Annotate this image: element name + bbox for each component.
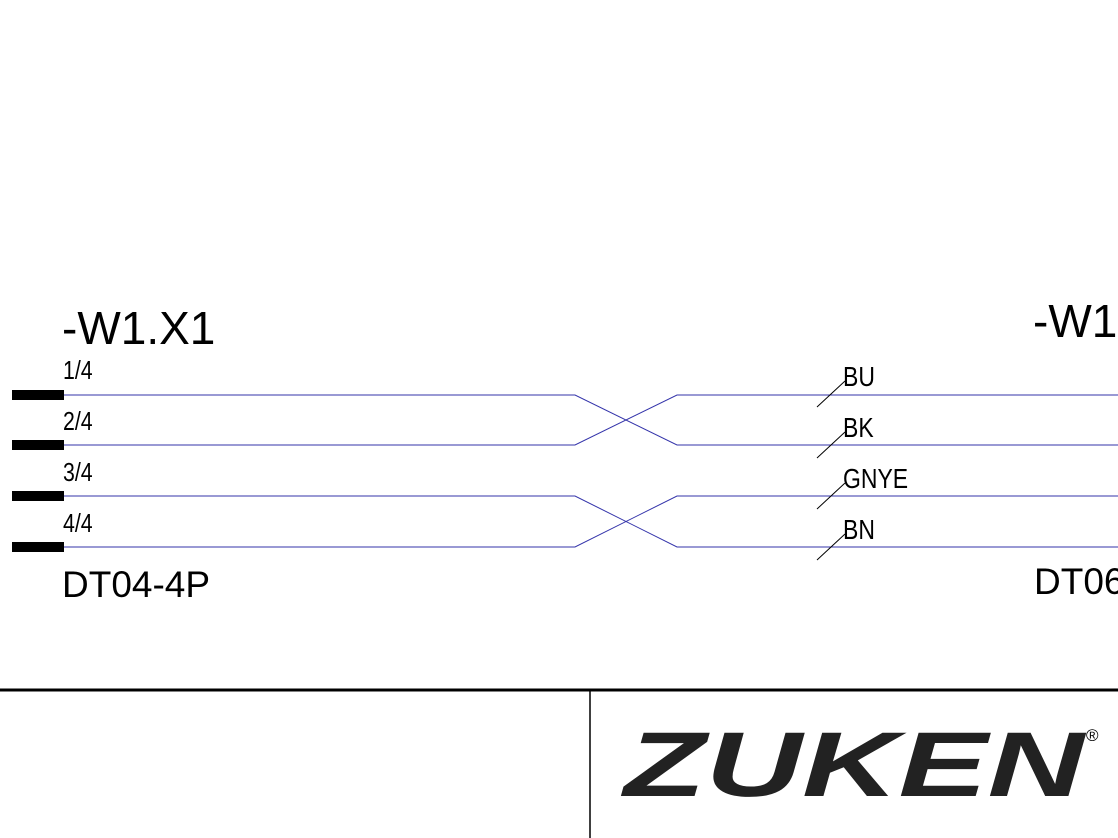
zuken-logo: ZUKEN (620, 723, 1088, 803)
pin-label-3: 3/4 (63, 457, 93, 487)
pin-label-4: 4/4 (63, 508, 93, 538)
pin-terminal (12, 440, 64, 450)
wire-label-tick (816, 482, 846, 510)
pin-terminal (12, 542, 64, 552)
pin-label-1: 1/4 (63, 355, 93, 385)
left-connector-name: -W1.X1 (62, 302, 216, 354)
wire-group (64, 394, 1118, 548)
wire-line (64, 394, 1118, 446)
wire-code-label: BK (843, 412, 874, 443)
pin-label-2: 2/4 (63, 406, 93, 436)
right-connector-name: -W1 (1033, 295, 1118, 347)
wire-code-label: BU (843, 361, 875, 392)
wire-label-tick (816, 380, 846, 408)
left-connector-type: DT04-4P (62, 564, 211, 605)
wire-code-label: GNYE (843, 463, 909, 494)
pin-terminal (12, 390, 64, 400)
wire-line (64, 495, 1118, 548)
right-connector-type: DT06 (1034, 561, 1118, 602)
terminal-group (12, 390, 64, 552)
wire-label-tick (816, 431, 846, 459)
wire-label-tick (816, 533, 846, 561)
logo-text: ZUKEN (620, 723, 1088, 803)
registered-mark: ® (1086, 726, 1099, 745)
pin-terminal (12, 491, 64, 501)
wire-code-label: BN (843, 514, 875, 545)
wire-label-ticks (816, 380, 846, 561)
